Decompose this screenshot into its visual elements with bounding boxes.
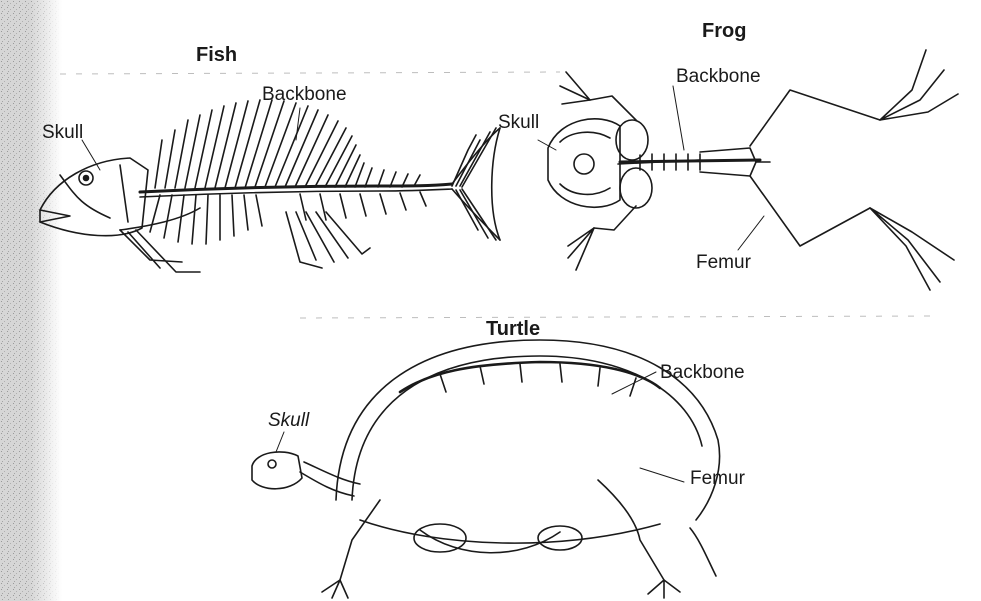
frog-skull-label: Skull	[498, 112, 539, 134]
frog-femur	[750, 176, 870, 246]
turtle-skeleton	[252, 340, 720, 598]
turtle-backbone-label: Backbone	[660, 362, 745, 384]
fish-backbone-label: Backbone	[262, 84, 347, 106]
turtle-femur-label: Femur	[690, 468, 745, 490]
frog-femur-label: Femur	[696, 252, 751, 274]
fish-skeleton	[40, 100, 500, 272]
fish-skull-label: Skull	[42, 122, 83, 144]
turtle-skull-label: Skull	[268, 410, 309, 432]
frog-title: Frog	[702, 20, 746, 43]
frog-backbone-label: Backbone	[676, 66, 761, 88]
turtle-femur	[598, 480, 664, 580]
turtle-title: Turtle	[486, 318, 540, 341]
turtle-skull	[252, 452, 302, 489]
fish-title: Fish	[196, 44, 237, 67]
turtle-backbone	[400, 362, 660, 392]
frog-backbone	[620, 160, 760, 162]
scan-edge	[0, 0, 62, 601]
